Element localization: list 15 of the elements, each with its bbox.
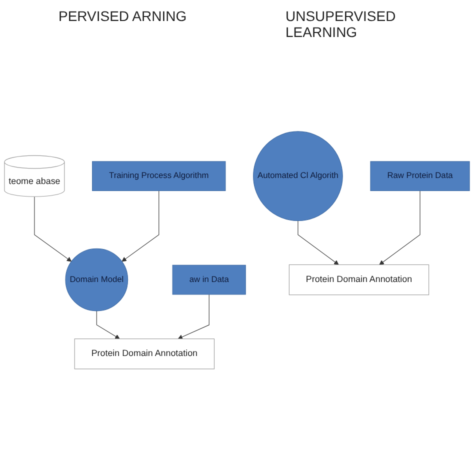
arrow [34, 196, 72, 262]
section-heading: UNSUPERVISED LEARNING [286, 8, 397, 40]
arrow [298, 220, 339, 265]
node-circle: Automated Cl Algorith [253, 130, 343, 221]
arrow [178, 294, 210, 340]
arrow [379, 190, 420, 265]
arrow [122, 190, 160, 262]
node-box: Training Process Algorithm [92, 160, 226, 191]
node-box: Protein Domain Annotation [74, 338, 215, 370]
node-box: aw in Data [172, 264, 246, 294]
section-heading: PERVISED ARNING [58, 8, 188, 26]
node-box: Raw Protein Data [370, 160, 470, 191]
node-circle: Domain Model [65, 248, 128, 312]
node-box: Protein Domain Annotation [288, 264, 430, 295]
arrow [96, 310, 120, 339]
